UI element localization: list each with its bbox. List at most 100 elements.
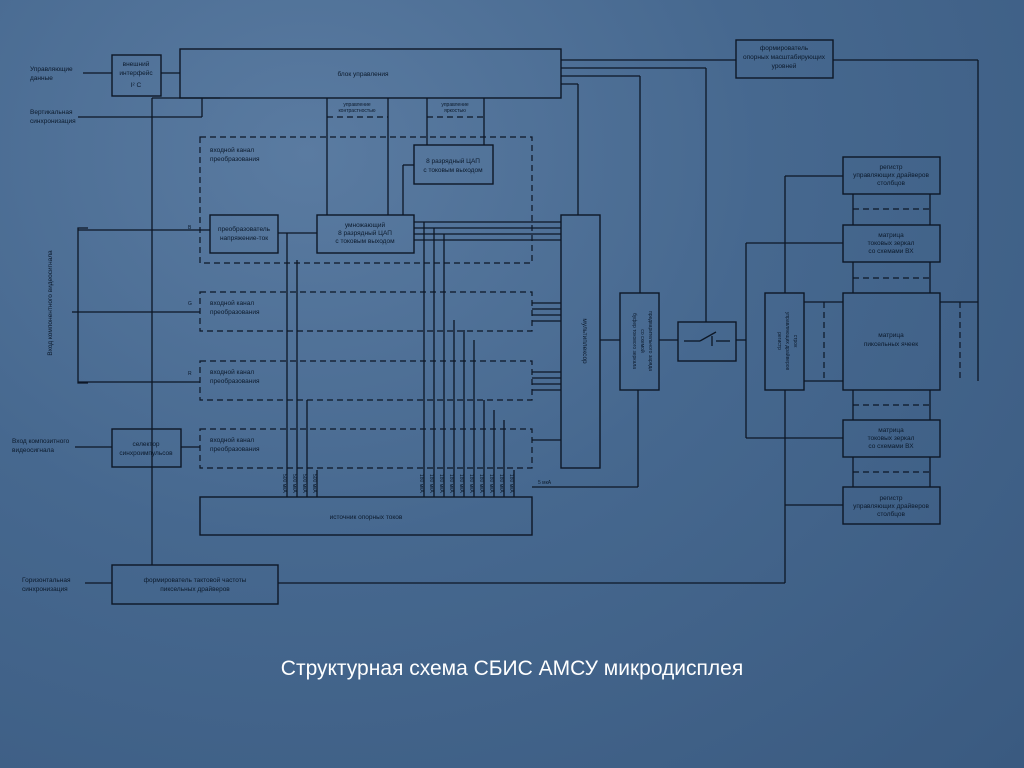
current-right-3: 180 мкА xyxy=(448,474,454,493)
dac-8bit-box xyxy=(413,144,494,185)
row-reg-line1: регистр xyxy=(776,332,782,350)
wires xyxy=(72,59,979,584)
ext-interface-line3: I² C xyxy=(131,82,142,89)
pixel-matrix-line1: матрица xyxy=(878,332,904,339)
input-channel-r-line2: преобразования xyxy=(210,377,260,385)
control-data-line1: Управляющие xyxy=(30,66,73,73)
dashed-separators xyxy=(327,116,961,473)
control-unit-box xyxy=(179,48,562,99)
row-reg-line2: управляющих драйверов xyxy=(784,312,791,371)
buffer-line2: со схемой xyxy=(639,329,646,353)
input-channel-g-box xyxy=(199,291,533,332)
col-reg-top-line2: управляющих драйверов xyxy=(853,171,929,179)
input-channel-g-line2: преобразования xyxy=(210,308,260,316)
clock-generator-box xyxy=(111,564,279,605)
control-unit-label: блок управления xyxy=(337,70,388,78)
col-reg-bottom-line2: управляющих драйверов xyxy=(853,502,929,510)
multiplying-dac-line1: умножающий xyxy=(345,221,386,229)
mirror-top-line1: матрица xyxy=(878,232,904,239)
horiz-sync-line1: Горизонтальная xyxy=(22,577,71,584)
vi-converter-line1: преобразователь xyxy=(218,225,271,233)
clock-generator-line2: пиксельных драйверов xyxy=(160,585,230,593)
vert-sync-line2: синхронизация xyxy=(30,118,76,125)
scaling-former-line3: уровней xyxy=(772,62,797,70)
input-channel-b-line1: входной канал xyxy=(210,146,254,154)
multiplying-dac-line2: 8 разрядный ЦАП xyxy=(338,229,392,237)
ext-interface-line1: внешний xyxy=(123,60,150,68)
ref-current-source-label: источник опорных токов xyxy=(330,514,403,521)
channel-label-g: G xyxy=(188,301,192,307)
scaling-former-line1: формирователь xyxy=(760,45,809,52)
input-channel-r-line1: входной канал xyxy=(210,368,254,376)
switch-icon xyxy=(684,331,730,346)
mirror-bottom-line2: токовых зеркал xyxy=(868,435,915,442)
multiplexer-label: мультиплексор xyxy=(581,318,588,364)
ext-interface-box xyxy=(111,54,162,97)
mirror-top-line3: со схемами ВХ xyxy=(868,248,914,255)
buffer-line3: предварительного заряда xyxy=(647,311,653,371)
contrast-control-line2: контрастностью xyxy=(338,108,375,114)
brightness-control-line2: яркостью xyxy=(444,108,466,114)
current-right-0: 180 мкА xyxy=(418,474,424,493)
row-reg-line3: строк xyxy=(792,335,798,348)
current-right-5: 180 мкА xyxy=(468,474,474,493)
sync-selector-line2: синхроимпульсов xyxy=(119,450,173,457)
column-register-bottom-box xyxy=(842,486,941,525)
current-right-7: 180 мкА xyxy=(488,474,494,493)
clock-generator-line1: формирователь тактовой частоты xyxy=(144,576,247,584)
scaling-levels-former-box xyxy=(735,39,834,79)
current-right-6: 180 мкА xyxy=(478,474,484,493)
current-right-8: 180 мкА xyxy=(498,474,504,493)
current-mirror-buffer-box xyxy=(619,292,660,391)
horiz-sync-line2: синхронизация xyxy=(22,586,68,593)
dac-8bit-line2: с токовым выходом xyxy=(423,167,483,174)
composite-video-line1: Вход композитного xyxy=(12,438,70,445)
input-channel-comp-line2: преобразования xyxy=(210,445,260,453)
pixel-matrix-box xyxy=(842,292,941,391)
block-diagram: внешний интерфейс I² C блок управления у… xyxy=(12,39,979,605)
contrast-control-line1: управление xyxy=(343,102,371,108)
current-left-0: 500 мкА xyxy=(281,474,287,493)
col-reg-top-line1: регистр xyxy=(879,164,902,171)
mirror-top-line2: токовых зеркал xyxy=(868,240,915,247)
current-left-2: 500 мкА xyxy=(301,474,307,493)
input-channel-g-line1: входной канал xyxy=(210,299,254,307)
vi-converter-line2: напряжение-ток xyxy=(220,235,268,242)
multiplying-dac-line3: с токовым выходом xyxy=(335,238,395,245)
current-right-1: 180 мкА xyxy=(428,474,434,493)
pixel-matrix-line2: пиксельных ячеек xyxy=(864,341,918,348)
input-channel-r-box xyxy=(199,360,533,401)
col-reg-top-line3: столбцов xyxy=(877,179,905,187)
ext-interface-line2: интерфейс xyxy=(119,69,153,77)
col-reg-bottom-line3: столбцов xyxy=(877,510,905,518)
composite-video-line2: видеосигнала xyxy=(12,447,54,454)
current-5ua-label: 5 мкА xyxy=(538,480,552,486)
dac-8bit-line1: 8 разрядный ЦАП xyxy=(426,157,480,165)
input-channel-comp-line1: входной канал xyxy=(210,436,254,444)
component-video-label: Вход компонентного видеосигнала xyxy=(47,250,54,356)
column-register-top-box xyxy=(842,156,941,195)
row-driver-register-box xyxy=(764,292,805,391)
input-channel-b-line2: преобразования xyxy=(210,155,260,163)
channel-label-r: R xyxy=(188,371,192,377)
scaling-former-line2: опорных масштабирующих xyxy=(743,53,826,61)
current-right-9: 180 мкА xyxy=(508,474,514,493)
sync-selector-line1: селектор xyxy=(132,441,159,448)
switch-box xyxy=(677,321,737,362)
control-data-line2: данные xyxy=(30,75,53,82)
mirror-bottom-line3: со схемами ВХ xyxy=(868,443,914,450)
buffer-line1: буфер токового зеркала xyxy=(631,313,637,369)
vi-converter-box xyxy=(209,214,279,254)
sync-selector-box xyxy=(111,428,182,468)
current-right-2: 180 мкА xyxy=(438,474,444,493)
col-reg-bottom-line1: регистр xyxy=(879,495,902,502)
slide-title: Структурная схема СБИС АМСУ микродисплея xyxy=(280,657,744,680)
current-labels: 500 мкА 500 мкА 500 мкА 500 мкА 180 мкА … xyxy=(281,474,552,493)
mirror-bottom-line1: матрица xyxy=(878,427,904,434)
vert-sync-line1: Вертикальная xyxy=(30,109,73,116)
ref-current-source-box xyxy=(199,496,533,536)
multiplexer-box xyxy=(560,214,601,469)
current-left-1: 500 мкА xyxy=(291,474,297,493)
channel-label-b: B xyxy=(188,225,192,231)
